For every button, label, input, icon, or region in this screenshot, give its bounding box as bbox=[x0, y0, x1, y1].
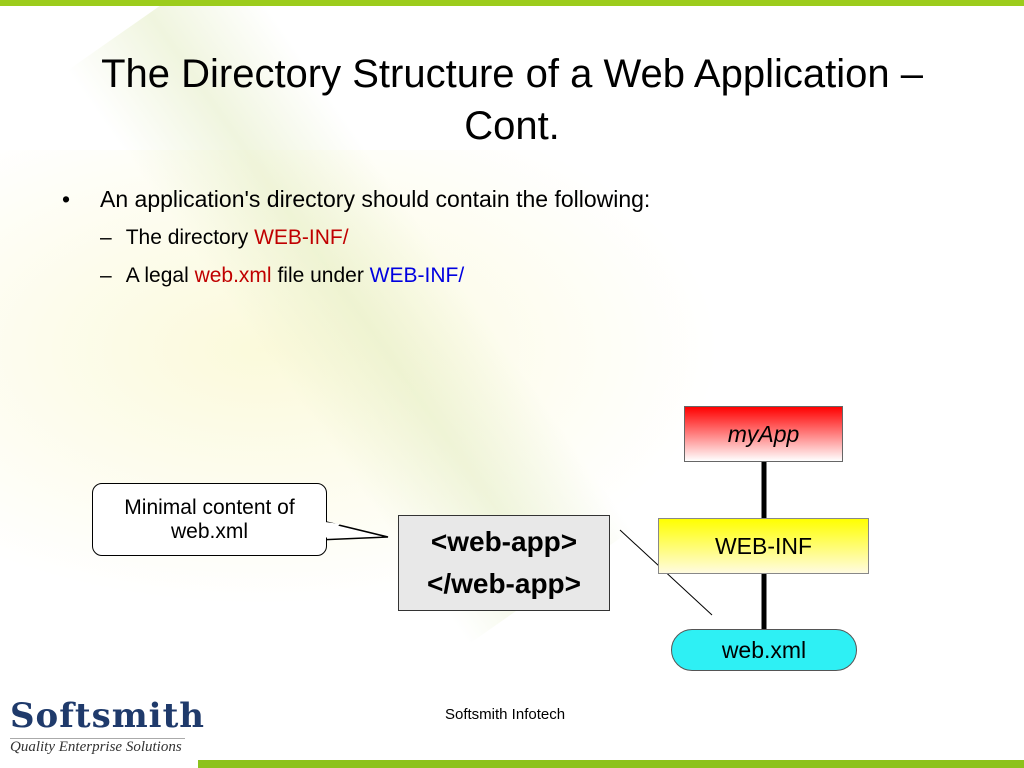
code-close-tag: </web-app> bbox=[426, 568, 582, 599]
highlight-text: WEB-INF/ bbox=[369, 264, 465, 287]
callout-box: Minimal content of web.xml bbox=[92, 483, 327, 556]
footer-text: Softsmith Infotech bbox=[445, 706, 566, 723]
logo-name: Softsmith bbox=[10, 696, 206, 736]
sub-bullet-text: The directory bbox=[125, 226, 255, 249]
sub-bullet: –A legal web.xml file under WEB-INF/ bbox=[100, 264, 465, 287]
bullet: • An application's directory should conta… bbox=[62, 186, 650, 213]
code-box: <web-app> </web-app> bbox=[398, 515, 610, 611]
myapp-node: myApp bbox=[684, 406, 843, 462]
bottom-bar bbox=[198, 760, 1024, 768]
bullet-text: An application's directory should contai… bbox=[100, 186, 651, 212]
sub-bullet: –The directory WEB-INF/ bbox=[100, 226, 349, 249]
highlight-text: WEB-INF/ bbox=[254, 226, 349, 249]
top-bar bbox=[0, 0, 1024, 6]
sub-bullet-text: file under bbox=[271, 264, 370, 287]
logo-tagline: Quality Enterprise Solutions bbox=[10, 738, 185, 756]
bullet-dot: • bbox=[62, 186, 71, 212]
code-open-tag: <web-app> bbox=[430, 526, 578, 557]
sub-bullet-text: A legal bbox=[125, 264, 195, 287]
webxml-node: web.xml bbox=[671, 629, 857, 671]
highlight-text: web.xml bbox=[194, 264, 272, 287]
slide-title: The Directory Structure of a Web Applica… bbox=[101, 52, 923, 148]
webinf-node: WEB-INF bbox=[658, 518, 869, 574]
